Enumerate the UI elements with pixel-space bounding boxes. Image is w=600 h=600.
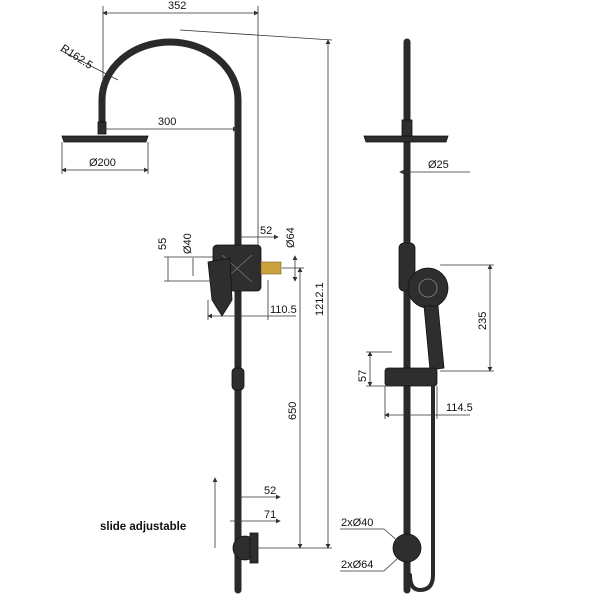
dim-352: 352 (168, 0, 186, 12)
dim-diverter-diameter: Ø40 (182, 233, 194, 254)
handshower-holder (207, 257, 233, 317)
dim-71: 71 (264, 509, 276, 521)
shower-arm-neck (97, 121, 107, 135)
handshower-handle (423, 305, 445, 371)
gooseneck-arm (98, 38, 242, 594)
elbow-flange (249, 532, 259, 564)
dim-2x-40: 2xØ40 (341, 517, 373, 529)
dim-114-5: 114.5 (446, 402, 473, 414)
slider-bracket (384, 367, 438, 387)
dim-1212: 1212.1 (314, 282, 326, 316)
slide-adjustable-note: slide adjustable (100, 521, 186, 533)
front-view-dimensions: 352 R162.5 300 Ø200 1212.1 650 55 Ø40 52… (58, 0, 333, 549)
dim-inlet-diameter: Ø64 (285, 227, 297, 248)
dim-110-5: 110.5 (270, 304, 297, 316)
dim-2x-64: 2xØ64 (341, 559, 373, 571)
overhead-shower-head (61, 135, 149, 143)
overhead-shower-head-side (363, 135, 449, 143)
dim-52-top: 52 (260, 225, 272, 237)
side-view-dimensions: Ø25 235 57 114.5 2xØ40 2xØ64 (340, 159, 494, 572)
side-elbow (392, 533, 422, 563)
handshower-head (407, 267, 449, 309)
dim-52-bottom: 52 (264, 485, 276, 497)
hose (408, 384, 435, 593)
side-view-fixture (363, 38, 449, 594)
dim-650: 650 (287, 402, 299, 420)
dim-57: 57 (357, 370, 369, 382)
dim-rail-diameter: Ø25 (428, 159, 449, 171)
dim-radius: R162.5 (58, 42, 94, 71)
dim-300: 300 (158, 116, 176, 128)
slide-bracket (231, 367, 245, 391)
dim-55: 55 (157, 238, 169, 250)
dim-235: 235 (477, 312, 489, 330)
dim-head-diameter: Ø200 (89, 157, 116, 169)
brass-inlet (260, 261, 282, 275)
